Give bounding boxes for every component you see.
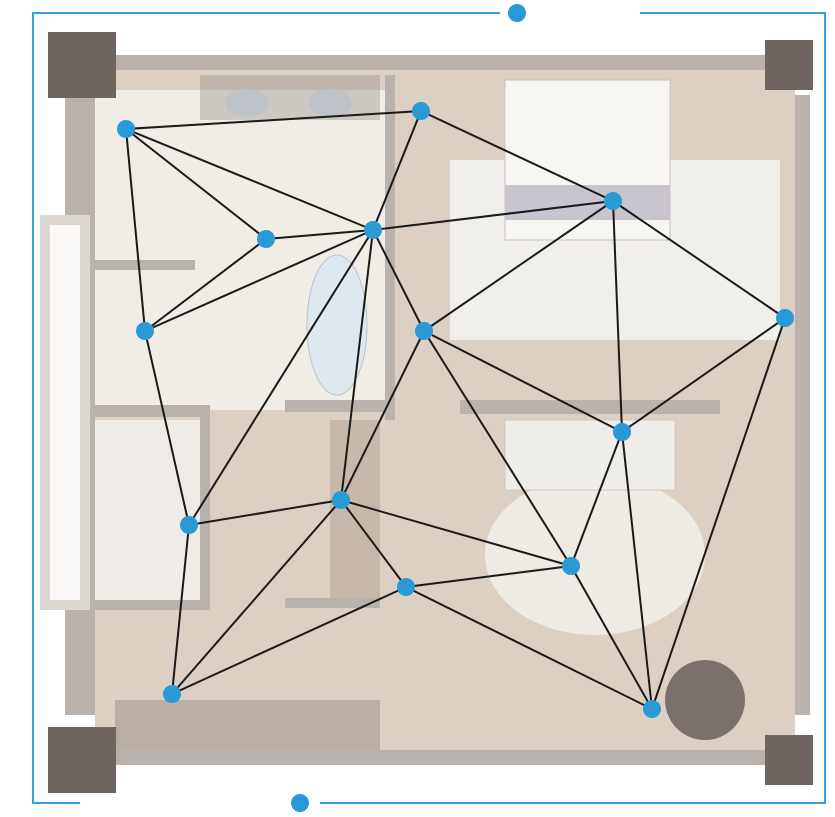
- edge-C-D: [265, 229, 374, 240]
- edge-A-B: [125, 110, 422, 130]
- edge-D-K: [188, 229, 374, 526]
- edge-G-I: [423, 330, 623, 433]
- edge-A-D: [125, 128, 374, 231]
- edge-M-L: [405, 565, 572, 588]
- edge-H-O: [651, 317, 786, 710]
- columns: [48, 32, 813, 793]
- edge-K-N: [171, 524, 190, 695]
- bathtub: [306, 254, 368, 396]
- outer-frame: [32, 12, 826, 804]
- node-C: [257, 230, 275, 248]
- edge-J-N: [171, 499, 342, 695]
- sink-right: [308, 89, 352, 117]
- frame-top-dot: [508, 4, 526, 22]
- edge-A-C: [125, 128, 267, 240]
- sink-left: [225, 89, 269, 117]
- floor-plan-background: [40, 32, 813, 793]
- edge-D-F: [144, 229, 374, 332]
- edge-M-N: [171, 586, 407, 695]
- edge-J-M: [340, 499, 407, 588]
- vanity: [200, 75, 380, 120]
- closet: [330, 420, 380, 600]
- edge-D-G: [372, 229, 425, 332]
- sofa: [504, 419, 676, 491]
- edge-H-I: [621, 317, 786, 433]
- node-B: [412, 102, 430, 120]
- edge-D-E: [372, 200, 614, 231]
- edge-G-L: [423, 330, 572, 567]
- bottom-counter: [115, 700, 380, 750]
- node-I: [613, 423, 631, 441]
- edge-I-L: [570, 431, 623, 567]
- edge-B-D: [372, 110, 422, 231]
- edge-D-J: [340, 229, 374, 501]
- frame-bottom-dot: [291, 794, 309, 812]
- edge-E-I: [612, 200, 623, 433]
- node-F: [136, 322, 154, 340]
- node-N: [163, 685, 181, 703]
- node-J: [332, 491, 350, 509]
- graph-nodes: [117, 102, 794, 718]
- side-table: [665, 660, 745, 740]
- node-L: [562, 557, 580, 575]
- round-rug: [485, 475, 705, 635]
- edge-A-F: [125, 128, 146, 332]
- node-D: [364, 221, 382, 239]
- node-H: [776, 309, 794, 327]
- edge-F-K: [144, 330, 190, 526]
- node-G: [415, 322, 433, 340]
- edge-J-L: [340, 499, 572, 567]
- node-K: [180, 516, 198, 534]
- walls: [40, 55, 810, 765]
- washroom-area: [95, 420, 205, 600]
- bed-runner: [505, 185, 670, 220]
- graph-edges: [125, 110, 786, 710]
- edge-E-G: [423, 200, 614, 332]
- edge-C-F: [144, 238, 267, 332]
- edge-B-E: [420, 110, 614, 202]
- edge-L-O: [570, 565, 653, 710]
- edge-G-J: [340, 330, 425, 501]
- node-M: [397, 578, 415, 596]
- node-E: [604, 192, 622, 210]
- node-O: [643, 700, 661, 718]
- edge-M-O: [405, 586, 653, 710]
- edge-K-J: [188, 499, 342, 526]
- edge-I-O: [621, 431, 653, 710]
- edge-E-H: [612, 200, 786, 319]
- node-A: [117, 120, 135, 138]
